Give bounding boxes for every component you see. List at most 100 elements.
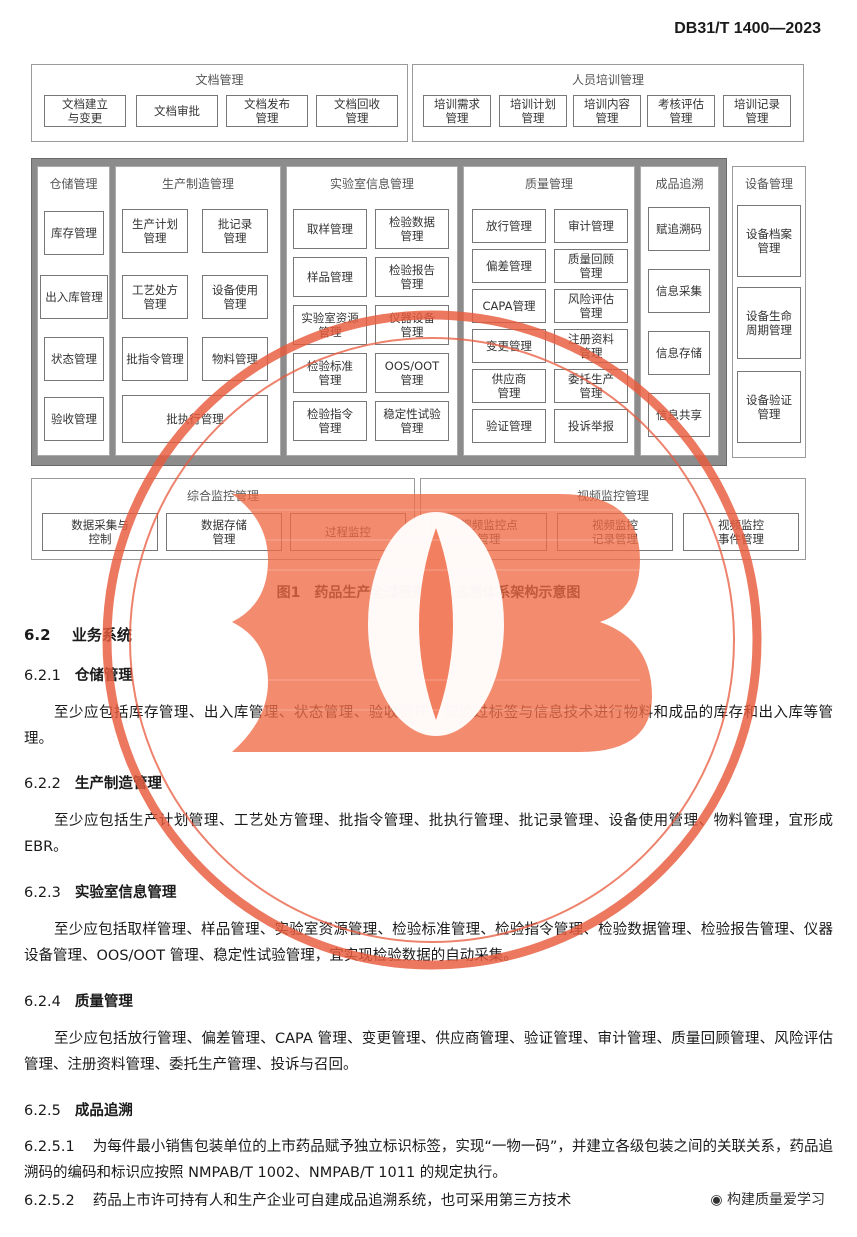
lab-item: 取样管理 [293, 209, 367, 249]
clause-number: 6.2.5.2 [24, 1193, 75, 1209]
quality-column: 质量管理 放行管理 审计管理 偏差管理 质量回顾 管理 CAPA管理 风险评估 … [463, 166, 635, 456]
section-title: 实验室信息管理 [74, 885, 177, 901]
section-title: 成品追溯 [74, 1103, 133, 1119]
lab-title: 实验室信息管理 [329, 177, 414, 191]
section-title: 仓储管理 [74, 668, 133, 684]
para-6-2-1: 至少应包括库存管理、出入库管理、状态管理、验收管理，宜通过标签与信息技术进行物料… [24, 705, 833, 747]
quality-item: 风险评估 管理 [554, 289, 628, 323]
quality-item: 验证管理 [472, 409, 546, 443]
section-number: 6.2 [24, 626, 51, 644]
monitor-item: 过程监控 [290, 513, 406, 551]
video-group: 视频监控管理 视频监控点 管理 视频监控 记录管理 视频监控 事件管理 [420, 478, 806, 560]
equipment-item: 设备档案 管理 [737, 205, 801, 277]
production-item: 批执行管理 [122, 395, 268, 443]
doc-item: 文档回收 管理 [316, 95, 398, 127]
lab-item: 实验室资源 管理 [293, 305, 367, 345]
equipment-group: 设备管理 设备档案 管理 设备生命 周期管理 设备验证 管理 [732, 166, 806, 458]
para-6-2-3: 至少应包括取样管理、样品管理、实验室资源管理、检验标准管理、检验指令管理、检验数… [24, 922, 833, 964]
lab-item: 检验数据 管理 [375, 209, 449, 249]
section-title: 业务系统 [71, 626, 132, 644]
lab-item: 仪器设备 管理 [375, 305, 449, 345]
video-item: 视频监控点 管理 [431, 513, 547, 551]
trace-item: 信息采集 [648, 269, 710, 313]
doc-item: 文档审批 [136, 95, 218, 127]
training-title: 人员培训管理 [571, 73, 644, 87]
corner-watermark: ◉ 构建质量爱学习 [706, 1189, 829, 1209]
trace-column: 成品追溯 赋追溯码 信息采集 信息存储 信息共享 [640, 166, 719, 456]
quality-item: CAPA管理 [472, 289, 546, 323]
warehouse-title: 仓储管理 [49, 177, 98, 191]
quality-item: 供应商 管理 [472, 369, 546, 403]
monitor-group: 综合监控管理 数据采集与 控制 数据存储 管理 过程监控 [31, 478, 415, 560]
video-item: 视频监控 事件管理 [683, 513, 799, 551]
quality-item: 质量回顾 管理 [554, 249, 628, 283]
clause-number: 6.2.5.1 [24, 1139, 75, 1155]
doc-management-group: 文档管理 文档建立 与变更 文档审批 文档发布 管理 文档回收 管理 [31, 64, 408, 142]
section-6-2-3: 6.2.3 实验室信息管理 [24, 881, 176, 902]
quality-item: 审计管理 [554, 209, 628, 243]
training-item: 培训内容 管理 [573, 95, 641, 127]
trace-item: 赋追溯码 [648, 207, 710, 251]
warehouse-item: 库存管理 [44, 211, 104, 255]
training-item: 培训计划 管理 [499, 95, 567, 127]
lab-item: 样品管理 [293, 257, 367, 297]
lab-item: 检验指令 管理 [293, 401, 367, 441]
lab-item: 稳定性试验 管理 [375, 401, 449, 441]
production-title: 生产制造管理 [161, 177, 234, 191]
production-item: 批指令管理 [122, 337, 188, 381]
lab-item: 检验报告 管理 [375, 257, 449, 297]
quality-item: 投诉举报 [554, 409, 628, 443]
warehouse-item: 状态管理 [44, 337, 104, 381]
quality-item: 放行管理 [472, 209, 546, 243]
wechat-icon: ◉ [710, 1192, 727, 1208]
section-number: 6.2.5 [24, 1103, 61, 1119]
equipment-title: 设备管理 [744, 177, 793, 191]
doc-management-title: 文档管理 [195, 73, 244, 87]
training-group: 人员培训管理 培训需求 管理 培训计划 管理 培训内容 管理 考核评估 管理 培… [412, 64, 804, 142]
quality-item: 偏差管理 [472, 249, 546, 283]
trace-item: 信息存储 [648, 331, 710, 375]
watermark-text: 构建质量爱学习 [727, 1192, 825, 1208]
section-title: 生产制造管理 [74, 776, 162, 792]
training-item: 培训需求 管理 [423, 95, 491, 127]
standard-code: DB31/T 1400—2023 [674, 20, 821, 37]
doc-item: 文档发布 管理 [226, 95, 308, 127]
production-item: 工艺处方 管理 [122, 275, 188, 319]
quality-title: 质量管理 [524, 177, 573, 191]
figure-caption: 图1 药品生产全过程数字化追溯体系架构示意图 [276, 585, 581, 601]
monitor-item: 数据采集与 控制 [42, 513, 158, 551]
training-item: 培训记录 管理 [723, 95, 791, 127]
section-title: 质量管理 [74, 994, 133, 1010]
quality-item: 注册资料 管理 [554, 329, 628, 363]
section-number: 6.2.2 [24, 776, 61, 792]
para-6-2-4: 至少应包括放行管理、偏差管理、CAPA 管理、变更管理、供应商管理、验证管理、审… [24, 1031, 833, 1073]
para-6-2-2: 至少应包括生产计划管理、工艺处方管理、批指令管理、批执行管理、批记录管理、设备使… [24, 813, 833, 855]
quality-item: 委托生产 管理 [554, 369, 628, 403]
production-item: 批记录 管理 [202, 209, 268, 253]
equipment-item: 设备验证 管理 [737, 371, 801, 443]
video-item: 视频监控 记录管理 [557, 513, 673, 551]
section-number: 6.2.3 [24, 885, 61, 901]
lab-column: 实验室信息管理 取样管理 检验数据 管理 样品管理 检验报告 管理 实验室资源 … [286, 166, 458, 456]
equipment-item: 设备生命 周期管理 [737, 287, 801, 359]
lab-item: 检验标准 管理 [293, 353, 367, 393]
monitor-title: 综合监控管理 [186, 489, 259, 503]
trace-title: 成品追溯 [655, 177, 704, 191]
monitor-item: 数据存储 管理 [166, 513, 282, 551]
section-6-2-2: 6.2.2 生产制造管理 [24, 772, 162, 793]
warehouse-item: 出入库管理 [40, 275, 108, 319]
section-6-2: 6.2 业务系统 [24, 624, 132, 645]
production-item: 物料管理 [202, 337, 268, 381]
training-item: 考核评估 管理 [647, 95, 715, 127]
warehouse-column: 仓储管理 库存管理 出入库管理 状态管理 验收管理 [37, 166, 110, 456]
warehouse-item: 验收管理 [44, 397, 104, 441]
doc-item: 文档建立 与变更 [44, 95, 126, 127]
clause-text: 为每件最小销售包装单位的上市药品赋予独立标识标签，实现“一物一码”，并建立各级包… [24, 1139, 833, 1181]
production-item: 设备使用 管理 [202, 275, 268, 319]
video-title: 视频监控管理 [576, 489, 649, 503]
production-item: 生产计划 管理 [122, 209, 188, 253]
section-6-2-5: 6.2.5 成品追溯 [24, 1099, 133, 1120]
